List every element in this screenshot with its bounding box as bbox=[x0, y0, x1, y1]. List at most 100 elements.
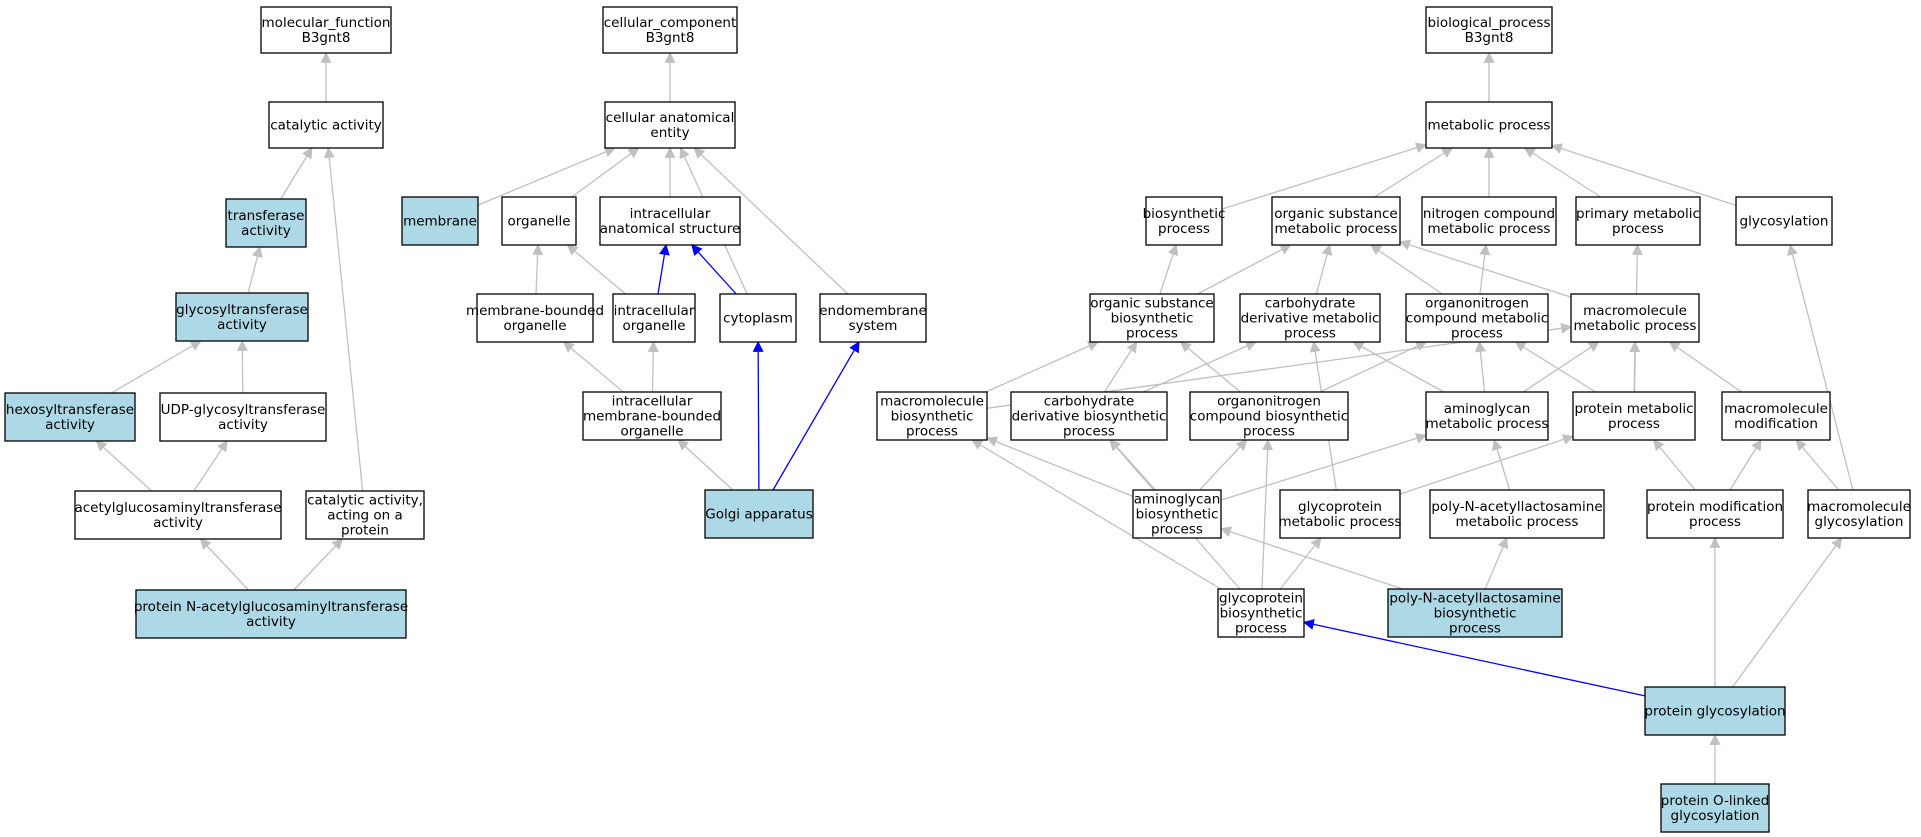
edge-macro_mod-to-macro_met bbox=[1668, 341, 1742, 393]
node-label-line: macromolecule bbox=[1807, 499, 1911, 515]
edge-line bbox=[985, 436, 1134, 498]
node-golgi[interactable]: Golgi apparatus bbox=[704, 489, 814, 539]
edge-line bbox=[752, 340, 764, 491]
node-label-line: cytoplasm bbox=[723, 311, 793, 327]
node-protein_nacetyl[interactable]: protein N-acetylglucosaminyltransferasea… bbox=[134, 589, 408, 639]
node-label-line: process bbox=[1689, 514, 1741, 530]
node-label-line: catalytic activity bbox=[270, 118, 382, 134]
node-label-line: process bbox=[1449, 621, 1501, 637]
node-protein_glyco[interactable]: protein glycosylation bbox=[1644, 686, 1786, 736]
edge-organonit_bio-to-org_sub_bio bbox=[1179, 341, 1241, 393]
edge-line bbox=[566, 244, 626, 295]
node-label-line: organic substance bbox=[1274, 206, 1397, 222]
node-label-line: activity bbox=[246, 614, 296, 630]
edge-intra_mem_bounded-to-intra_org bbox=[647, 340, 659, 393]
node-metabolic[interactable]: metabolic process bbox=[1425, 101, 1553, 149]
node-label-line: poly-N-acetyllactosamine bbox=[1431, 499, 1602, 515]
edge-macro_glyco-to-glycosylation bbox=[1787, 243, 1854, 491]
node-box bbox=[1660, 783, 1770, 833]
node-membrane[interactable]: membrane bbox=[401, 196, 479, 246]
edge-transferase-to-catalytic bbox=[280, 147, 313, 200]
edge-line bbox=[571, 147, 640, 198]
node-label-line: carbohydrate bbox=[1044, 394, 1135, 410]
node-box bbox=[704, 489, 814, 539]
node-box bbox=[1570, 293, 1700, 343]
node-organelle[interactable]: organelle bbox=[501, 196, 577, 246]
node-label-line: protein modification bbox=[1647, 499, 1783, 515]
edge-line bbox=[293, 538, 343, 591]
node-label-line: acetylglucosaminyltransferase bbox=[74, 500, 281, 516]
node-label-line: biosynthetic bbox=[1136, 507, 1219, 523]
node-box bbox=[1646, 489, 1784, 539]
edge-line bbox=[1484, 536, 1509, 590]
edge-glycoprotein_met-to-protein_met bbox=[1399, 434, 1575, 495]
node-label-line: protein bbox=[341, 523, 389, 539]
node-label-line: aminoglycan bbox=[1134, 492, 1221, 508]
node-label-line: membrane-bounded bbox=[466, 303, 604, 319]
node-label-line: metabolic process bbox=[1426, 416, 1549, 432]
node-label-line: macromolecule bbox=[880, 394, 984, 410]
node-box bbox=[1421, 196, 1557, 246]
edge-intra_mem_bounded-to-mem_bounded bbox=[562, 341, 624, 393]
edge-aminoglycan_met-to-organonit_met bbox=[1474, 340, 1486, 393]
edge-line bbox=[1369, 244, 1443, 295]
node-label-line: biosynthetic bbox=[1143, 206, 1226, 222]
edge-line bbox=[193, 440, 228, 492]
node-label-line: compound metabolic bbox=[1406, 311, 1548, 327]
node-label-line: organelle bbox=[503, 318, 566, 334]
node-box bbox=[1735, 196, 1833, 246]
node-label-line: protein O-linked bbox=[1661, 793, 1769, 809]
node-catalytic[interactable]: catalytic activity bbox=[268, 101, 384, 149]
edge-line bbox=[1479, 243, 1491, 295]
edge-line bbox=[1352, 341, 1445, 393]
edge-line bbox=[1159, 243, 1179, 295]
node-label-line: glycosylation bbox=[1671, 808, 1760, 824]
node-cytoplasm[interactable]: cytoplasm bbox=[719, 293, 797, 343]
node-label-line: activity bbox=[241, 223, 291, 239]
node-polyN_bio[interactable]: poly-N-acetyllactosaminebiosyntheticproc… bbox=[1387, 588, 1563, 638]
node-box bbox=[476, 293, 594, 343]
node-glycosylation[interactable]: glycosylation bbox=[1735, 196, 1833, 246]
node-label-line: cellular_component bbox=[604, 15, 736, 31]
node-label-line: metabolic process bbox=[1279, 514, 1402, 530]
node-label-line: derivative metabolic bbox=[1241, 311, 1380, 327]
edge-line bbox=[95, 440, 153, 492]
edge-biosynthetic-to-metabolic bbox=[1221, 142, 1428, 210]
